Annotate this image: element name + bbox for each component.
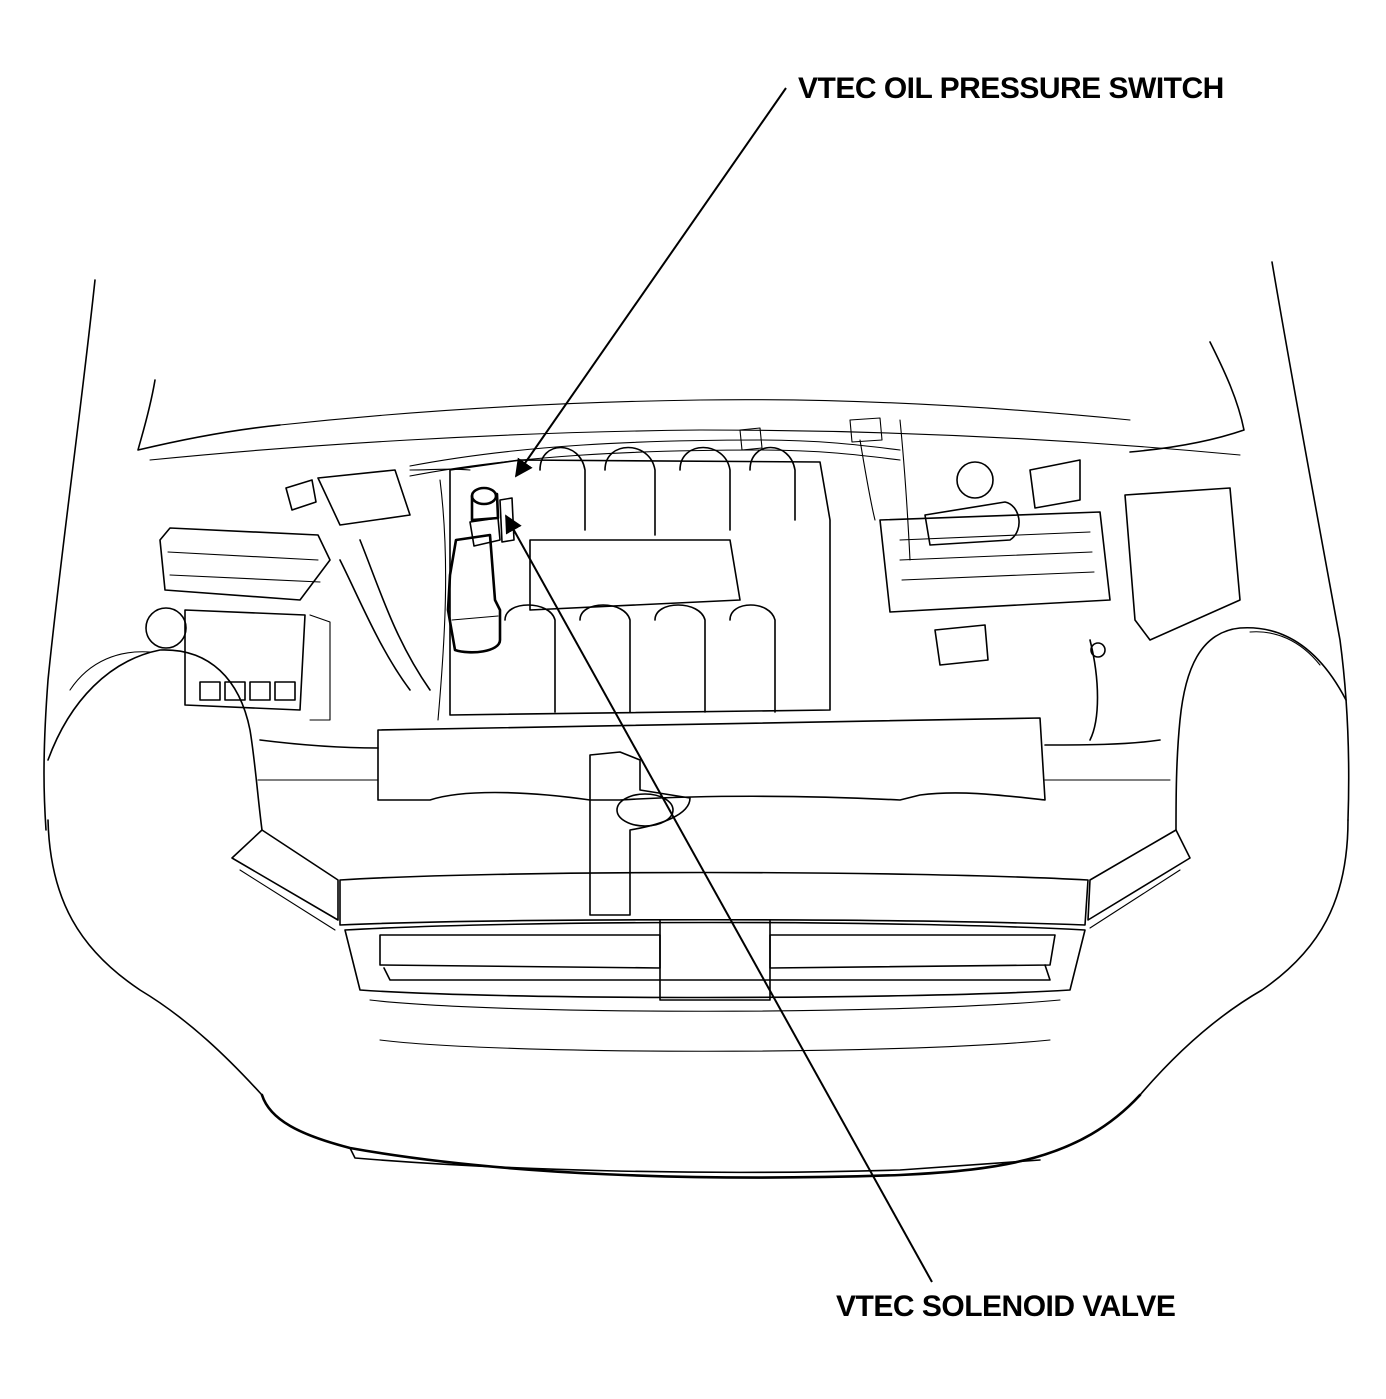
intake-manifold xyxy=(437,446,831,721)
callout-vtec-oil-pressure-switch: VTEC OIL PRESSURE SWITCH xyxy=(798,72,1224,105)
leader-solenoid-valve xyxy=(505,514,933,1283)
leader-lines xyxy=(505,87,933,1283)
hood-outline xyxy=(43,261,1350,831)
radiator-support xyxy=(257,717,1171,916)
headlights xyxy=(231,829,1191,931)
left-hoses xyxy=(285,468,471,691)
air-intake xyxy=(849,417,1241,741)
leader-oil-pressure-switch xyxy=(514,87,787,478)
front-body-outline xyxy=(47,627,1349,1179)
battery-fuse-box xyxy=(145,527,331,721)
callout-vtec-solenoid-valve: VTEC SOLENOID VALVE xyxy=(836,1290,1176,1323)
front-grille xyxy=(339,871,1089,1052)
upper-hoses xyxy=(409,427,901,477)
vtec-solenoid-assembly xyxy=(446,486,515,654)
